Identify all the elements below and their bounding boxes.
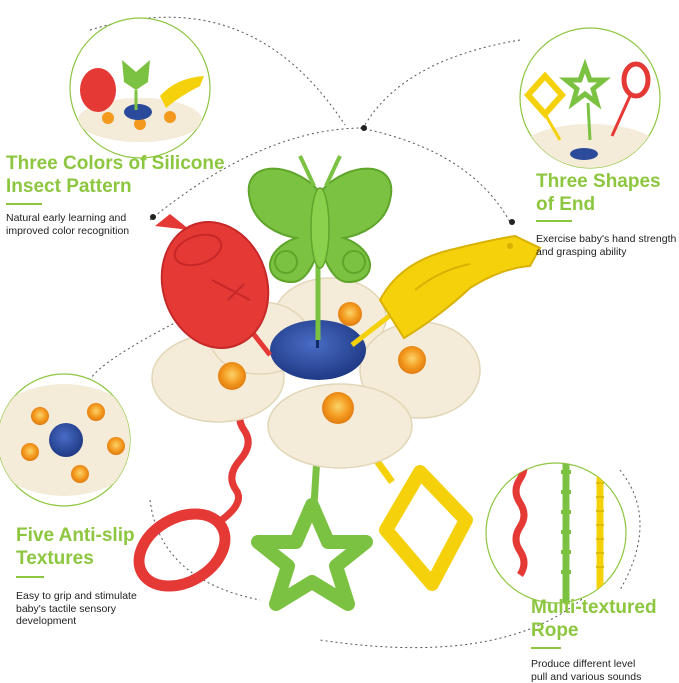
inset-insect-pattern bbox=[69, 17, 211, 159]
connector-dots bbox=[150, 125, 515, 225]
diamond-ring-icon bbox=[379, 465, 473, 591]
inset-anti-slip bbox=[0, 373, 131, 507]
star-ring-icon bbox=[251, 498, 373, 611]
underline-rope bbox=[531, 647, 561, 649]
main-toy bbox=[151, 260, 481, 527]
underline-end bbox=[536, 220, 572, 222]
butterfly-icon bbox=[247, 155, 393, 284]
feature-desc-insect: Natural early learning and improved colo… bbox=[6, 212, 130, 237]
caterpillar-icon bbox=[378, 234, 542, 340]
feature-desc-anti-slip: Easy to grip and stimulate baby's tactil… bbox=[16, 590, 137, 627]
feature-title-insect: Three Colors of Silicone Insect Pattern bbox=[6, 153, 225, 197]
feature-title-rope: Multi-textured Rope bbox=[531, 597, 657, 641]
red-rope bbox=[214, 397, 252, 527]
feature-title-anti-slip: Five Anti-slip Textures bbox=[16, 525, 135, 569]
feature-desc-end: Exercise baby's hand strength and graspi… bbox=[536, 233, 677, 258]
underline-insect bbox=[6, 203, 42, 205]
ladybug-icon bbox=[155, 214, 270, 349]
inset-shapes-of-end bbox=[519, 27, 661, 169]
oval-ring-icon bbox=[133, 508, 231, 592]
underline-anti-slip bbox=[16, 576, 44, 578]
feature-desc-rope: Produce different level pull and various… bbox=[531, 658, 642, 683]
feature-title-end: Three Shapes of End bbox=[536, 171, 661, 215]
inset-rope bbox=[485, 462, 627, 604]
